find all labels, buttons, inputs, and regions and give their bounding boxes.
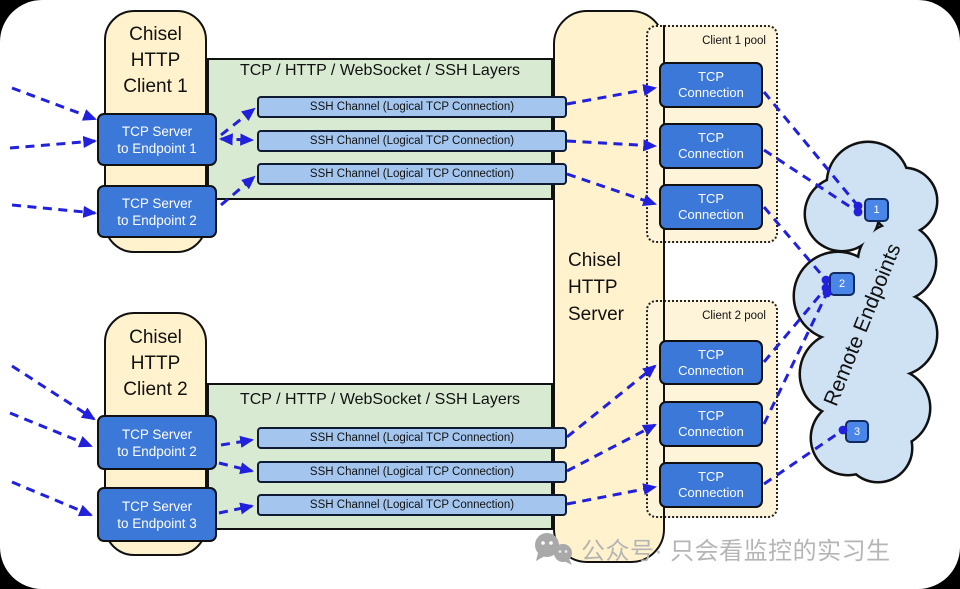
tcp-connection-box-5: TCP Connection [659,401,763,447]
endpoint-square-1: 1 [864,198,889,222]
ssh-channel-bar-3: SSH Channel (Logical TCP Connection) [257,163,567,185]
endpoint-square-2: 2 [829,272,855,296]
ssh-channel-bar-1: SSH Channel (Logical TCP Connection) [257,96,567,118]
watermark-text: 公众号· 只会看监控的实习生 [581,538,891,565]
chisel-server-title: Chisel HTTP Server [568,250,624,325]
ssh-channel-bar-6: SSH Channel (Logical TCP Connection) [257,494,567,516]
dashed-arrow-in-6 [11,480,93,517]
tcp-server-endpoint-2-box: TCP Server to Endpoint 2 [97,185,217,238]
tcp-server-endpoint-3-box: TCP Server to Endpoint 3 [97,487,217,542]
client-2-title: Chisel HTTP Client 2 [123,327,188,400]
dashed-arrow-in-4 [11,364,96,421]
dashed-arrow-in-2 [9,135,98,150]
client-2-pool-label: Client 2 pool [702,310,766,322]
layers-band-1-title: TCP / HTTP / WebSocket / SSH Layers [239,62,521,79]
tcp-server-endpoint-1-box: TCP Server to Endpoint 1 [97,113,217,166]
tcp-connection-box-3: TCP Connection [659,184,763,230]
ssh-channel-bar-2: SSH Channel (Logical TCP Connection) [257,130,567,152]
layers-band-2-title: TCP / HTTP / WebSocket / SSH Layers [239,391,521,408]
server-right-border [662,25,665,518]
watermark: 公众号· 只会看监控的实习生 [533,531,891,566]
tcp-connection-box-4: TCP Connection [659,340,763,385]
ssh-channel-bar-4: SSH Channel (Logical TCP Connection) [257,427,567,449]
client-1-pool-label: Client 1 pool [702,35,766,47]
tcp-connection-box-6: TCP Connection [659,462,763,508]
ssh-channel-bar-5: SSH Channel (Logical TCP Connection) [257,461,567,483]
dashed-arrow-in-3 [11,203,98,218]
tcp-connection-box-1: TCP Connection [659,62,763,108]
dashed-arrow-in-5 [9,411,93,448]
tcp-connection-box-2: TCP Connection [659,123,763,169]
wechat-icon [535,532,572,565]
dashed-arrow-in-1 [11,86,97,121]
tcp-server-endpoint-2b-box: TCP Server to Endpoint 2 [97,415,217,470]
client-1-title: Chisel HTTP Client 1 [123,24,188,97]
endpoint-square-3: 3 [845,420,869,443]
